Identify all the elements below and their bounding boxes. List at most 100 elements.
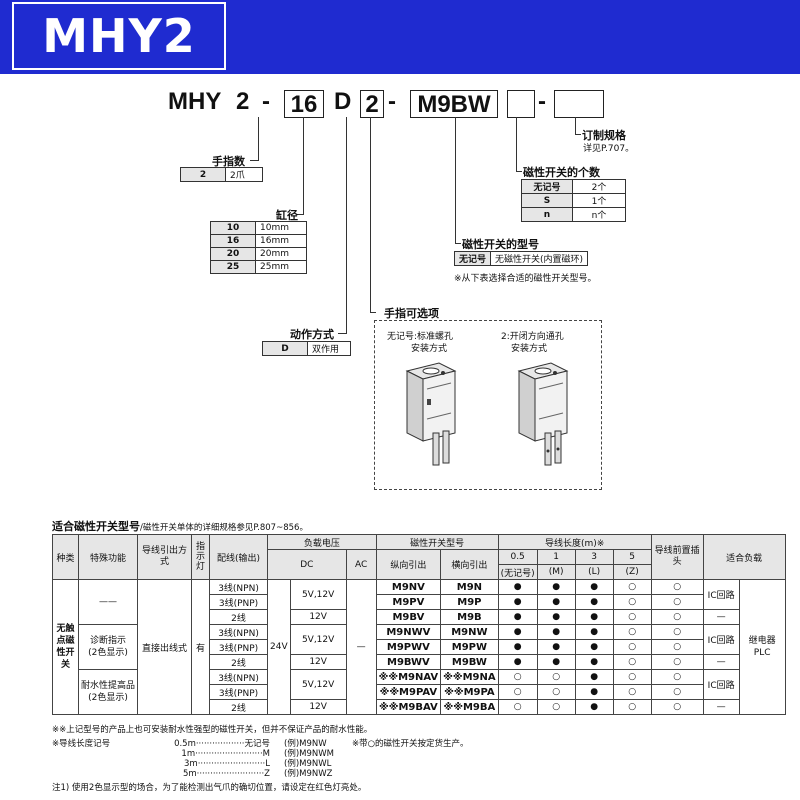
model-vertical: ※※M9PAV: [375, 684, 442, 700]
switch-model-code: 无记号: [453, 251, 492, 266]
pre-wired-mark: ○: [650, 609, 704, 625]
header-len-05-code: (无记号): [497, 564, 538, 580]
connector-line: [370, 117, 371, 312]
wire-exit-cell: 直接出线式: [137, 579, 193, 715]
code-finger-option: 2: [360, 90, 384, 118]
len-1-mark: ○: [536, 669, 576, 685]
model-horizontal: ※※M9BA: [440, 699, 499, 715]
header-dc: DC: [267, 549, 347, 580]
len-05-mark: ○: [497, 669, 538, 685]
function-diag: 诊断指示: [90, 636, 127, 646]
header-pre-wired: 导线前置插头: [650, 534, 704, 580]
load-plc: PLC: [753, 648, 771, 658]
bore-value: 10mm: [255, 221, 307, 235]
len-05-mark: ○: [497, 699, 538, 715]
len-1-mark: ●: [536, 579, 576, 595]
model-horizontal: M9BW: [440, 654, 499, 670]
wiring-cell: 3线(NPN): [209, 624, 269, 640]
len-5-mark: ○: [612, 624, 652, 640]
fingers-code: 2: [180, 167, 226, 182]
code-prefix: MHY: [168, 88, 222, 115]
indicator-cell: 有: [191, 579, 211, 715]
switch-count-code: 无记号: [521, 179, 573, 194]
len-5-mark: ○: [612, 669, 652, 685]
len-5-mark: ○: [612, 699, 652, 715]
connector-line: [516, 171, 522, 172]
action-code: D: [262, 341, 308, 356]
finger-option-title: 手指可选项: [384, 307, 439, 320]
connector-line: [250, 160, 259, 161]
connector-line: [575, 117, 576, 135]
header-len-3: 3: [574, 549, 614, 565]
finger-option-2-label-b: 安装方式: [511, 344, 548, 354]
len-1-mark: ●: [536, 654, 576, 670]
len-1-mark: ●: [536, 624, 576, 640]
length-example: (例)M9NWL: [284, 759, 332, 769]
code-switch-model: M9BW: [410, 90, 498, 118]
model-horizontal: M9NW: [440, 624, 499, 640]
model-vertical: M9PWV: [375, 639, 442, 655]
code-dash-1: -: [262, 88, 270, 115]
header-len-5: 5: [612, 549, 652, 565]
bore-code: 16: [210, 234, 256, 248]
pre-wired-mark: ○: [650, 579, 704, 595]
len-5-mark: ○: [612, 609, 652, 625]
banner-title: MHY2: [12, 2, 226, 70]
applicable-heading: 适合磁性开关型号/磁性开关单体的详细规格参见P.807~856。: [52, 518, 308, 534]
len-3-mark: ●: [574, 594, 614, 610]
connector-line: [455, 243, 461, 244]
wiring-cell: 3线(NPN): [209, 579, 269, 595]
dc-voltage-cell: 12V: [289, 609, 347, 625]
load-ic-cell: —: [702, 654, 740, 670]
switch-count-value: 1个: [572, 193, 626, 208]
dc-voltage-cell: 5V,12V: [289, 624, 347, 655]
header-len-3-code: (L): [574, 564, 614, 580]
custom-spec-title: 订制规格: [582, 129, 626, 142]
code-bore: 16: [284, 90, 324, 118]
finger-option-1-label-b: 安装方式: [411, 344, 448, 354]
pre-wired-mark: ○: [650, 639, 704, 655]
length-code: 3m·························L: [184, 759, 270, 769]
length-code: 1m·························M: [181, 749, 270, 759]
connector-line: [303, 117, 304, 214]
len-1-mark: ○: [536, 699, 576, 715]
len-3-mark: ●: [574, 609, 614, 625]
action-value: 双作用: [307, 341, 351, 356]
code-fingers: 2: [236, 88, 250, 115]
connector-line: [370, 312, 376, 313]
wiring-cell: 2线: [209, 609, 269, 625]
header-voltage: 负载电压: [267, 534, 377, 550]
function-water-b: (2色显示): [88, 693, 128, 703]
len-3-mark: ●: [574, 639, 614, 655]
header-model: 磁性开关型号: [375, 534, 499, 550]
function-diag-cell: 诊断指示 (2色显示): [77, 624, 139, 670]
header-wiring: 配线(输出): [209, 534, 269, 580]
len-5-mark: ○: [612, 684, 652, 700]
custom-spec-note: 详见P.707。: [583, 144, 635, 154]
length-code: 5m·························Z: [182, 769, 270, 779]
bore-value: 16mm: [255, 234, 307, 248]
len-1-mark: ●: [536, 609, 576, 625]
kind-cell: 无触点磁性开关: [52, 579, 79, 715]
connector-line: [516, 117, 517, 171]
length-example: (例)M9NWZ: [284, 769, 333, 779]
function-diag-b: (2色显示): [88, 648, 128, 658]
wiring-cell: 3线(NPN): [209, 669, 269, 685]
len-3-mark: ●: [574, 624, 614, 640]
code-custom-box: [554, 90, 604, 118]
function-none: ——: [77, 579, 139, 625]
code-action: D: [334, 88, 352, 115]
header-len-05: 0.5: [497, 549, 538, 565]
fingers-value: 2爪: [225, 167, 263, 182]
applicable-title: 适合磁性开关型号: [52, 520, 140, 533]
pre-wired-mark: ○: [650, 699, 704, 715]
pre-wired-mark: ○: [650, 654, 704, 670]
length-example: (例)M9NWM: [284, 749, 334, 759]
function-water-cell: 耐水性提高品(2色显示): [77, 669, 139, 715]
len-3-mark: ●: [574, 654, 614, 670]
finger-option-2-label: 2:开闭方向通孔: [501, 332, 564, 342]
len-3-mark: ●: [574, 684, 614, 700]
